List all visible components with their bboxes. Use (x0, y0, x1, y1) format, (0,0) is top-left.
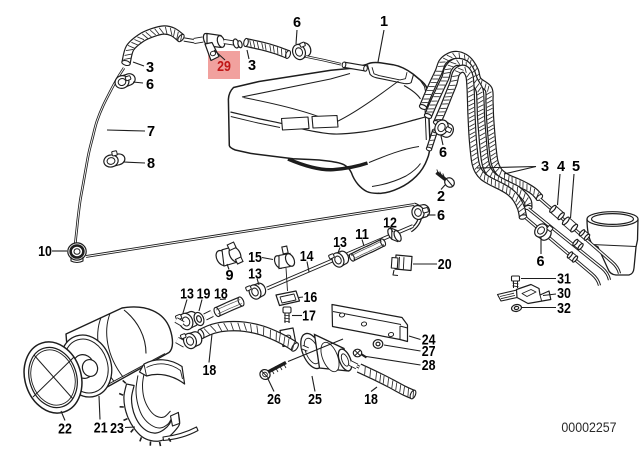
svg-text:7: 7 (147, 124, 155, 140)
svg-text:13: 13 (248, 267, 262, 283)
svg-text:20: 20 (438, 257, 452, 273)
svg-text:3: 3 (146, 60, 154, 76)
svg-text:22: 22 (58, 422, 72, 438)
svg-text:14: 14 (300, 249, 314, 265)
svg-text:6: 6 (293, 15, 301, 31)
svg-text:2: 2 (437, 189, 445, 205)
svg-text:17: 17 (302, 309, 316, 325)
svg-text:28: 28 (422, 358, 436, 374)
svg-text:32: 32 (557, 301, 571, 317)
svg-text:3: 3 (248, 58, 256, 74)
svg-text:19: 19 (197, 287, 211, 303)
svg-text:18: 18 (203, 363, 217, 379)
svg-text:6: 6 (146, 77, 154, 93)
svg-text:23: 23 (110, 421, 124, 437)
svg-text:25: 25 (308, 392, 322, 408)
svg-text:30: 30 (557, 286, 571, 302)
svg-text:6: 6 (537, 254, 545, 270)
svg-text:11: 11 (355, 227, 369, 243)
svg-text:18: 18 (364, 392, 378, 408)
svg-text:4: 4 (557, 159, 565, 175)
svg-text:9: 9 (226, 268, 234, 284)
svg-text:15: 15 (248, 250, 262, 266)
svg-text:13: 13 (333, 235, 347, 251)
svg-text:21: 21 (94, 421, 108, 437)
svg-text:18: 18 (214, 287, 228, 303)
svg-text:8: 8 (147, 156, 155, 172)
svg-text:5: 5 (572, 159, 580, 175)
svg-text:26: 26 (267, 392, 281, 408)
svg-text:3: 3 (541, 159, 549, 175)
svg-text:00002257: 00002257 (561, 420, 616, 435)
svg-text:13: 13 (180, 287, 194, 303)
svg-text:12: 12 (383, 216, 397, 232)
svg-text:6: 6 (439, 145, 447, 161)
svg-text:10: 10 (38, 244, 52, 260)
svg-text:16: 16 (304, 290, 318, 306)
svg-text:1: 1 (380, 14, 388, 30)
svg-text:6: 6 (437, 208, 445, 224)
svg-text:29: 29 (217, 58, 231, 75)
